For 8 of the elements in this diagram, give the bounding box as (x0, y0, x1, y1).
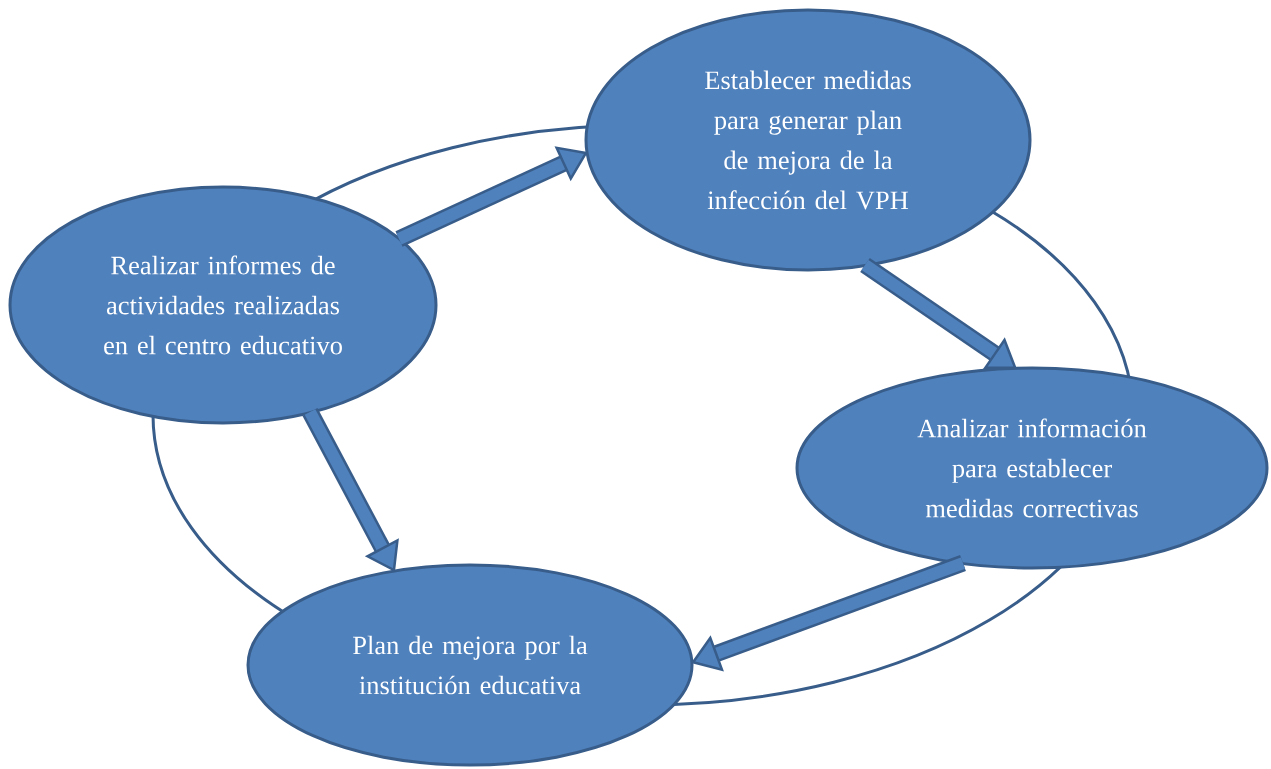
block-arrow (302, 408, 399, 572)
ellipse-node: Plan de mejora por la institución educativa (246, 563, 694, 767)
block-arrow (691, 555, 966, 672)
ellipse-node: Analizar información para establecer medidas correctivas (795, 366, 1269, 570)
ellipse-node: Establecer medidas para generar plan de mejora de la infección del VPH (584, 8, 1032, 272)
block-arrow (860, 258, 1017, 370)
ellipse-node: Realizar informes de actividades realizadas en el centro educativo (8, 185, 438, 425)
block-arrow (395, 146, 588, 247)
